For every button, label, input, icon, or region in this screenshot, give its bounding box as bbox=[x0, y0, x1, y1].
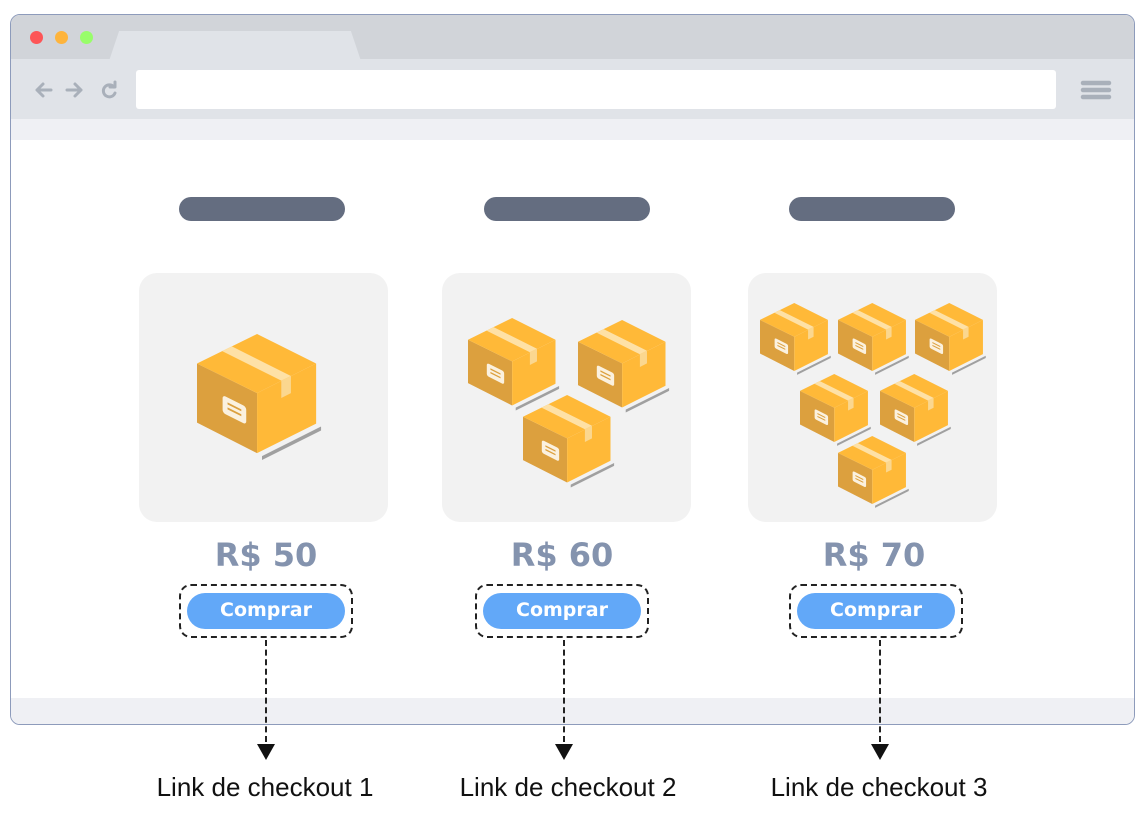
forward-arrow-icon[interactable] bbox=[65, 82, 83, 98]
box-icon bbox=[800, 374, 872, 447]
product-price: R$ 70 bbox=[822, 536, 926, 574]
box-icon bbox=[523, 395, 615, 489]
bookmark-strip bbox=[11, 119, 1134, 140]
box-icon bbox=[760, 303, 832, 376]
product-title-placeholder bbox=[179, 197, 345, 221]
buy-button[interactable]: Comprar bbox=[187, 593, 345, 629]
product-title-placeholder bbox=[789, 197, 955, 221]
minimize-button[interactable] bbox=[55, 31, 68, 44]
box-icon bbox=[915, 303, 987, 376]
checkout-link-label: Link de checkout 3 bbox=[770, 772, 988, 802]
buy-button[interactable]: Comprar bbox=[797, 593, 955, 629]
connector-line bbox=[265, 640, 267, 742]
checkout-link-label: Link de checkout 1 bbox=[156, 772, 374, 802]
status-bar bbox=[11, 698, 1134, 724]
connector-line bbox=[563, 640, 565, 742]
nav-icons bbox=[35, 80, 117, 99]
highlight-box bbox=[475, 584, 649, 638]
highlight-box bbox=[789, 584, 963, 638]
connector-line bbox=[879, 640, 881, 742]
product-price: R$ 60 bbox=[510, 536, 614, 574]
buy-button[interactable]: Comprar bbox=[483, 593, 641, 629]
box-icon bbox=[468, 318, 560, 412]
address-bar[interactable] bbox=[136, 70, 1056, 109]
box-icon bbox=[578, 320, 670, 414]
back-arrow-icon[interactable] bbox=[35, 82, 53, 98]
product-price: R$ 50 bbox=[214, 536, 318, 574]
arrow-down-icon bbox=[257, 744, 275, 760]
box-icon bbox=[838, 436, 910, 509]
product-title-placeholder bbox=[484, 197, 650, 221]
reload-icon[interactable] bbox=[101, 80, 117, 99]
menu-icon[interactable] bbox=[1080, 79, 1112, 103]
box-icon bbox=[880, 374, 952, 447]
arrow-down-icon bbox=[555, 744, 573, 760]
checkout-link-label: Link de checkout 2 bbox=[459, 772, 677, 802]
arrow-down-icon bbox=[871, 744, 889, 760]
browser-tab[interactable] bbox=[109, 31, 361, 61]
close-button[interactable] bbox=[30, 31, 43, 44]
highlight-box bbox=[179, 584, 353, 638]
maximize-button[interactable] bbox=[80, 31, 93, 44]
box-icon bbox=[838, 303, 910, 376]
box-icon bbox=[197, 334, 323, 462]
